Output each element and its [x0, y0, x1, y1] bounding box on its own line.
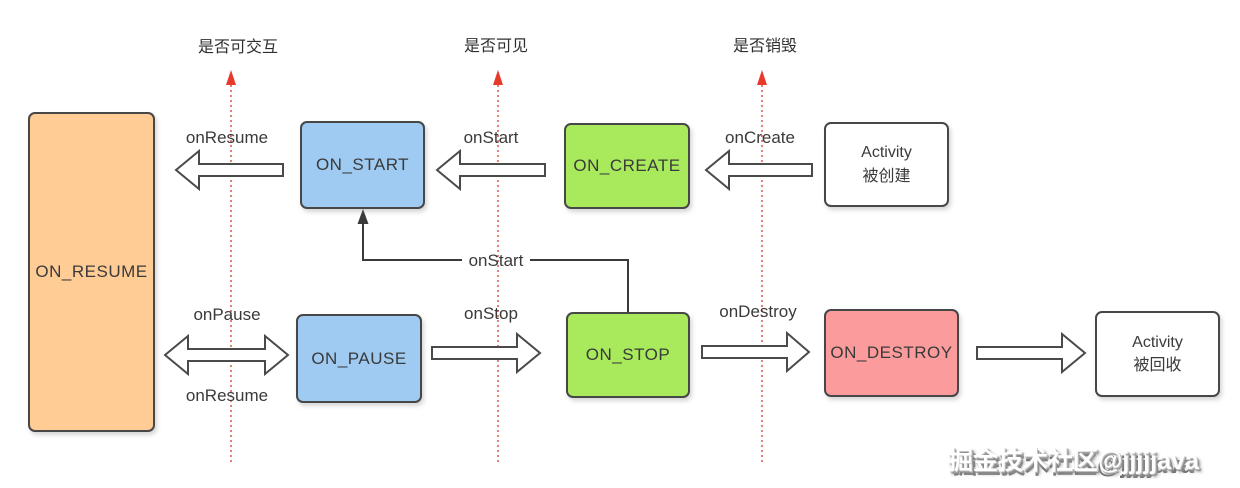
activity-recycled-line2: 被回收: [1133, 357, 1182, 374]
state-on-resume: ON_RESUME: [28, 112, 155, 432]
watermark-shadow-text: 掘金技术社区@jjjjjava: [953, 452, 1194, 479]
state-on-start: ON_START: [300, 121, 425, 209]
guide-line-visible: [493, 70, 503, 463]
watermark: 掘金技术社区@jjjjjava 掘金技术社区@jjjjjava: [940, 436, 1240, 484]
arrow-onstart-top: [435, 148, 546, 192]
connector-onstop-to-onstart: [357, 209, 629, 312]
guide-line-interactive: [226, 70, 236, 463]
guide-label-visible: 是否可见: [463, 38, 529, 55]
guide-label-interactive: 是否可交互: [197, 39, 279, 56]
state-activity-created: Activity 被创建: [824, 122, 949, 207]
state-activity-recycled: Activity 被回收: [1095, 311, 1220, 397]
activity-created-line2: 被创建: [862, 167, 911, 185]
state-on-destroy: ON_DESTROY: [824, 309, 959, 397]
transition-label-onstart-mid: onStart: [468, 251, 524, 270]
state-on-pause: ON_PAUSE: [296, 314, 422, 403]
arrow-onresume-top: [174, 148, 284, 192]
activity-recycled-text: Activity 被回收: [1132, 331, 1183, 377]
transition-label-ondestroy: onDestroy: [719, 302, 797, 321]
transition-label-onresume-bottom: onResume: [185, 386, 269, 405]
guide-label-destroyed: 是否销毁: [732, 38, 798, 55]
transition-label-onstart-top: onStart: [463, 128, 519, 147]
activity-created-line1: Activity: [861, 144, 912, 162]
activity-created-text: Activity 被创建: [861, 141, 912, 187]
watermark-text: 掘金技术社区@jjjjjava: [948, 447, 1199, 475]
transition-label-onresume-top: onResume: [185, 128, 269, 147]
arrow-destroy-to-recycled: [976, 331, 1087, 375]
state-on-create: ON_CREATE: [564, 123, 690, 209]
activity-recycled-line1: Activity: [1132, 333, 1183, 351]
arrow-ondestroy: [701, 330, 811, 374]
transition-label-onpause: onPause: [193, 305, 261, 324]
arrow-onpause-onresume-double: [163, 333, 290, 377]
guide-line-destroyed: [757, 70, 767, 463]
arrow-oncreate: [704, 148, 813, 192]
arrow-onstop: [431, 331, 542, 375]
state-on-stop: ON_STOP: [566, 312, 690, 398]
transition-label-oncreate: onCreate: [725, 128, 795, 147]
transition-label-onstop: onStop: [464, 304, 518, 323]
